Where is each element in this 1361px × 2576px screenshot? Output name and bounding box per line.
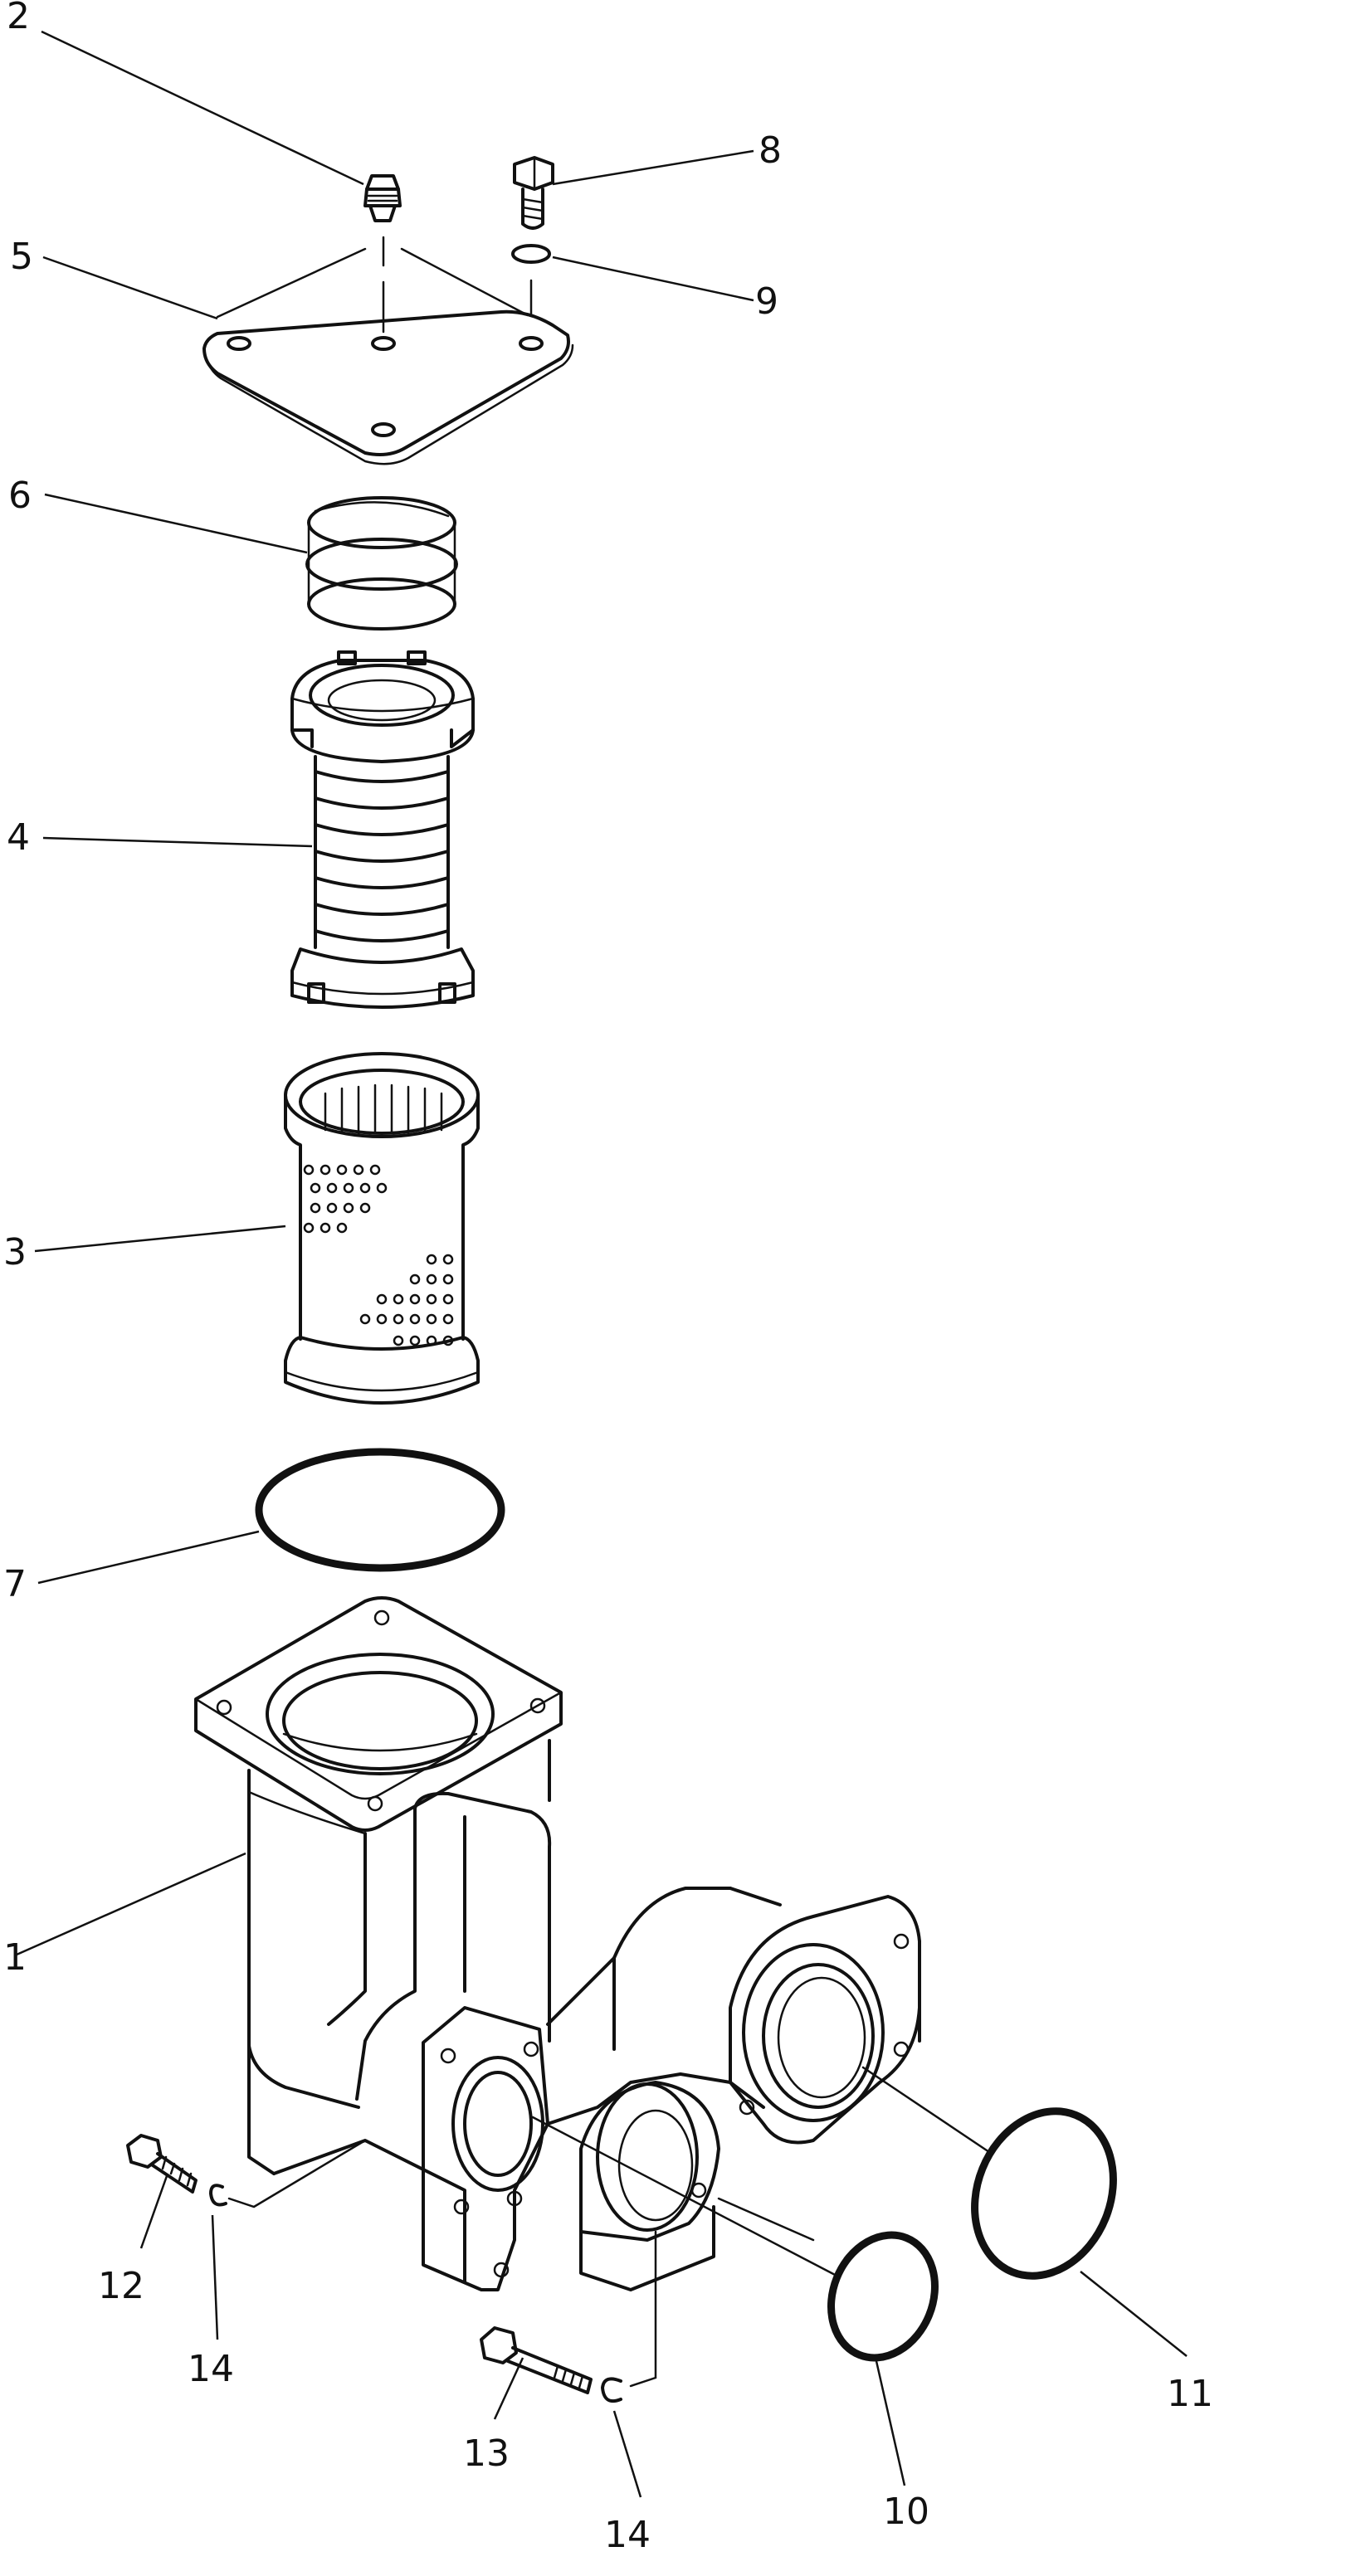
callout-6: 6 xyxy=(8,475,32,517)
callout-10: 10 xyxy=(883,2491,929,2533)
part-14-lock-washer-bottom xyxy=(601,2377,622,2403)
callout-3: 3 xyxy=(3,1231,27,1273)
part-11-o-ring xyxy=(971,2107,1117,2280)
callout-2: 2 xyxy=(7,0,30,37)
part-12-bolt xyxy=(126,2134,198,2194)
part-5-cover-plate xyxy=(202,309,574,465)
part-1-filter-case xyxy=(194,1596,921,2291)
part-10-o-ring xyxy=(827,2231,939,2362)
assembly-axis-lines xyxy=(216,236,533,334)
callout-4: 4 xyxy=(7,816,30,859)
callout-1: 1 xyxy=(3,1936,27,1979)
callout-14-bottom: 14 xyxy=(604,2514,651,2556)
callout-13: 13 xyxy=(463,2432,510,2475)
part-4-filter-element xyxy=(290,650,475,1009)
callout-5: 5 xyxy=(10,236,33,278)
part-14-lock-washer-left xyxy=(209,2184,227,2207)
callout-labels: 2 5 6 4 3 7 1 8 9 12 14 13 14 10 11 xyxy=(3,0,1213,2556)
part-6-spring xyxy=(305,496,458,631)
callout-14-left: 14 xyxy=(188,2348,234,2390)
callout-7: 7 xyxy=(3,1563,27,1605)
assembly-alignment-lines xyxy=(227,2066,991,2388)
part-2-plug xyxy=(363,174,402,222)
part-3-strainer xyxy=(284,1052,480,1405)
callout-12: 12 xyxy=(98,2265,144,2307)
part-8-bolt xyxy=(513,156,554,230)
part-7-o-ring xyxy=(255,1448,505,1572)
callout-8: 8 xyxy=(759,129,782,172)
part-13-bolt xyxy=(480,2326,593,2394)
callout-11: 11 xyxy=(1167,2373,1213,2415)
leader-lines xyxy=(16,30,1188,2498)
part-9-washer xyxy=(511,244,551,264)
callout-9: 9 xyxy=(755,280,778,323)
